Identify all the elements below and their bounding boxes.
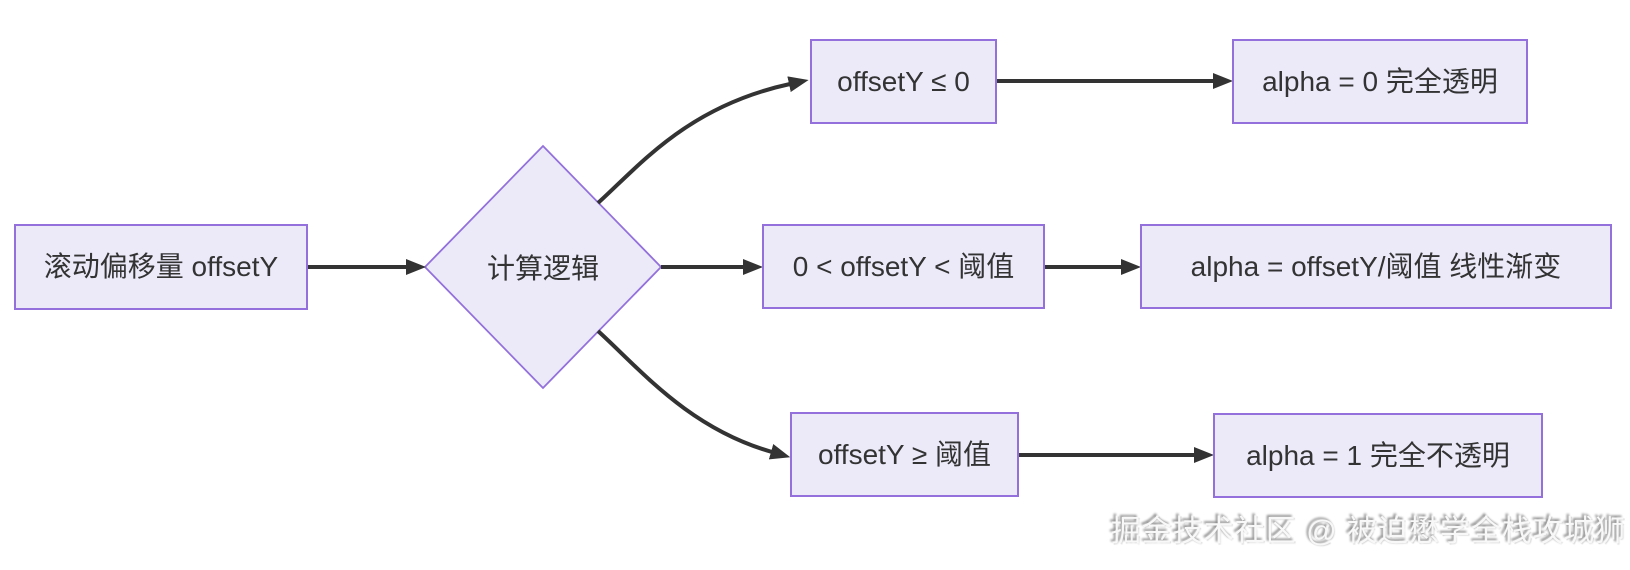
node-condition-offsety-gte-threshold: offsetY ≥ 阈值: [790, 412, 1019, 497]
node-decision-label: 计算逻辑: [486, 253, 600, 284]
node-condition-offsety-lte-0: offsetY ≤ 0: [810, 39, 997, 124]
node-result-alpha-0: alpha = 0 完全透明: [1232, 39, 1528, 124]
edge-decision-to-cond-top: [596, 76, 809, 205]
node-scroll-offset-input: 滚动偏移量 offsetY: [14, 224, 308, 310]
node-result-alpha-1: alpha = 1 完全不透明: [1213, 413, 1543, 498]
node-condition-between-threshold: 0 < offsetY < 阈值: [762, 224, 1045, 309]
node-result-linear-gradient: alpha = offsetY/阈值 线性渐变: [1140, 224, 1612, 309]
edge-decision-to-cond-bottom: [596, 329, 791, 460]
watermark-text: 掘金技术社区 @ 被迫懋学全栈攻城狮: [1110, 515, 1626, 548]
